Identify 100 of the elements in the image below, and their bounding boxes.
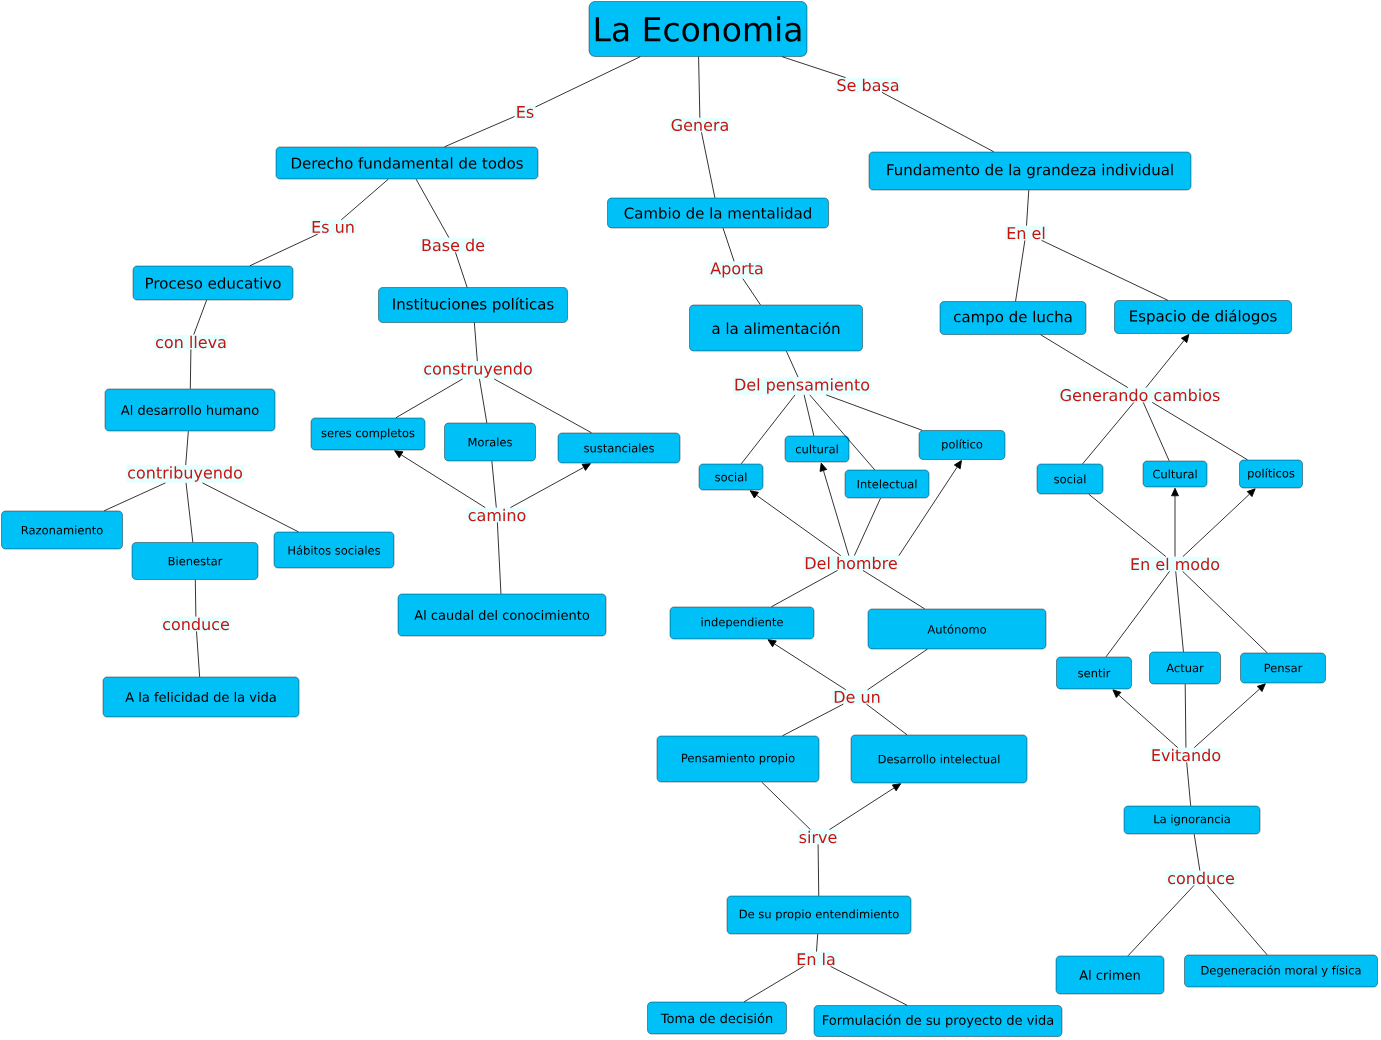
concept-box: sentir	[1056, 656, 1132, 690]
connector-line	[493, 378, 592, 434]
concept-box: Actuar	[1149, 651, 1221, 685]
connector-line	[817, 844, 820, 897]
concept-box: Cultural	[1142, 460, 1208, 488]
connector-line	[473, 322, 478, 362]
concept-box: Morales	[444, 422, 536, 462]
connector-line	[1026, 189, 1030, 226]
concept-box: sustanciales	[557, 432, 681, 464]
connector-line	[395, 378, 464, 419]
arrow	[1182, 488, 1256, 557]
concept-box: Bienestar	[131, 542, 259, 580]
connector-line	[1142, 402, 1170, 462]
arrow	[829, 783, 902, 830]
connector-line	[1088, 493, 1167, 557]
concept-box: Proceso educativo	[132, 265, 294, 301]
concept-box: Pensamiento propio	[656, 735, 820, 783]
connector-line	[185, 482, 194, 543]
linking-phrase: En el modo	[1129, 556, 1222, 572]
linking-phrase: De un	[832, 690, 882, 704]
connector-line	[185, 430, 189, 466]
linking-phrase: Se basa	[835, 77, 901, 93]
connector-line	[1127, 885, 1195, 957]
concept-box: Formulación de su proyecto de vida	[813, 1005, 1063, 1037]
linking-phrase: Es	[514, 105, 536, 119]
connector-line	[809, 394, 876, 471]
connector-line	[781, 56, 846, 78]
concept-box: Hábitos sociales	[273, 531, 395, 569]
concept-box: Autónomo	[867, 608, 1047, 650]
connector-line	[786, 350, 799, 378]
connector-line	[1151, 402, 1248, 461]
connector-line	[742, 278, 761, 306]
connector-line	[816, 933, 819, 952]
connector-line	[698, 56, 701, 119]
connector-line	[444, 116, 515, 148]
linking-phrase: Base de	[420, 237, 487, 253]
connector-line	[103, 482, 166, 512]
concept-box: Al desarrollo humano	[104, 388, 276, 432]
connector-line	[782, 703, 844, 737]
concept-box: políticos	[1239, 459, 1303, 489]
linking-phrase: conduce	[1166, 870, 1236, 886]
connector-line	[881, 92, 995, 153]
concept-box: Degeneración moral y física	[1184, 954, 1378, 988]
connector-line	[1015, 240, 1026, 302]
linking-phrase: construyendo	[422, 361, 534, 379]
concept-box: Espacio de diálogos	[1114, 300, 1292, 334]
linking-phrase: Del hombre	[803, 555, 899, 571]
connector-line	[701, 131, 716, 199]
connector-line	[825, 394, 923, 431]
linking-phrase: En el	[1005, 225, 1047, 241]
connector-line	[202, 482, 299, 533]
linking-phrase: contribuyendo	[126, 465, 244, 483]
linking-phrase: Generando cambios	[1058, 387, 1222, 403]
connector-line	[1182, 571, 1268, 654]
connector-line	[771, 570, 838, 608]
connector-line	[340, 178, 389, 221]
arrow	[510, 463, 591, 508]
concept-box: político	[918, 430, 1006, 460]
linking-phrase: En la	[795, 951, 837, 967]
concept-box: La ignorancia	[1123, 805, 1261, 835]
connector-line	[722, 227, 735, 262]
linking-phrase: Del pensamiento	[733, 377, 872, 395]
linking-phrase: Aporta	[709, 261, 765, 279]
connector-line	[1082, 402, 1135, 465]
concept-box: Intelectual	[844, 469, 930, 499]
connector-line	[491, 460, 497, 508]
connector-line	[194, 579, 197, 617]
arrow	[819, 462, 850, 556]
connector-line	[479, 378, 488, 424]
concept-box: seres completos	[310, 417, 426, 451]
connector-line	[249, 233, 319, 267]
connector-line	[803, 394, 815, 437]
concept-box: social	[1036, 463, 1104, 495]
connector-line	[1040, 334, 1129, 388]
concept-box: De su propio entendimiento	[726, 895, 912, 935]
arrow	[1171, 487, 1179, 557]
concept-box: A la felicidad de la vida	[102, 676, 300, 718]
connector-line	[867, 648, 928, 691]
connector-line	[1105, 571, 1170, 658]
concept-box: Razonamiento	[1, 510, 123, 550]
linking-phrase: sirve	[797, 829, 839, 845]
connector-line	[761, 781, 811, 830]
connector-line	[1175, 571, 1184, 653]
concept-box: independiente	[669, 606, 815, 640]
connector-line	[189, 349, 192, 390]
arrow	[1193, 683, 1266, 748]
concept-box: campo de lucha	[939, 301, 1087, 335]
connector-line	[830, 966, 908, 1006]
arrow	[749, 490, 842, 556]
connector-line	[866, 703, 908, 736]
linking-phrase: Evitando	[1149, 747, 1223, 763]
concept-box: Al crimen	[1055, 955, 1165, 995]
concept-box: Desarrollo intelectual	[850, 734, 1028, 784]
concept-box: Derecho fundamental de todos	[275, 146, 539, 180]
connector-line	[862, 570, 925, 610]
concept-box: a la alimentación	[689, 304, 863, 352]
connector-line	[497, 522, 502, 595]
concept-box: Cambio de la mentalidad	[607, 197, 829, 229]
arrow	[1145, 334, 1190, 388]
connector-line	[1041, 240, 1169, 301]
